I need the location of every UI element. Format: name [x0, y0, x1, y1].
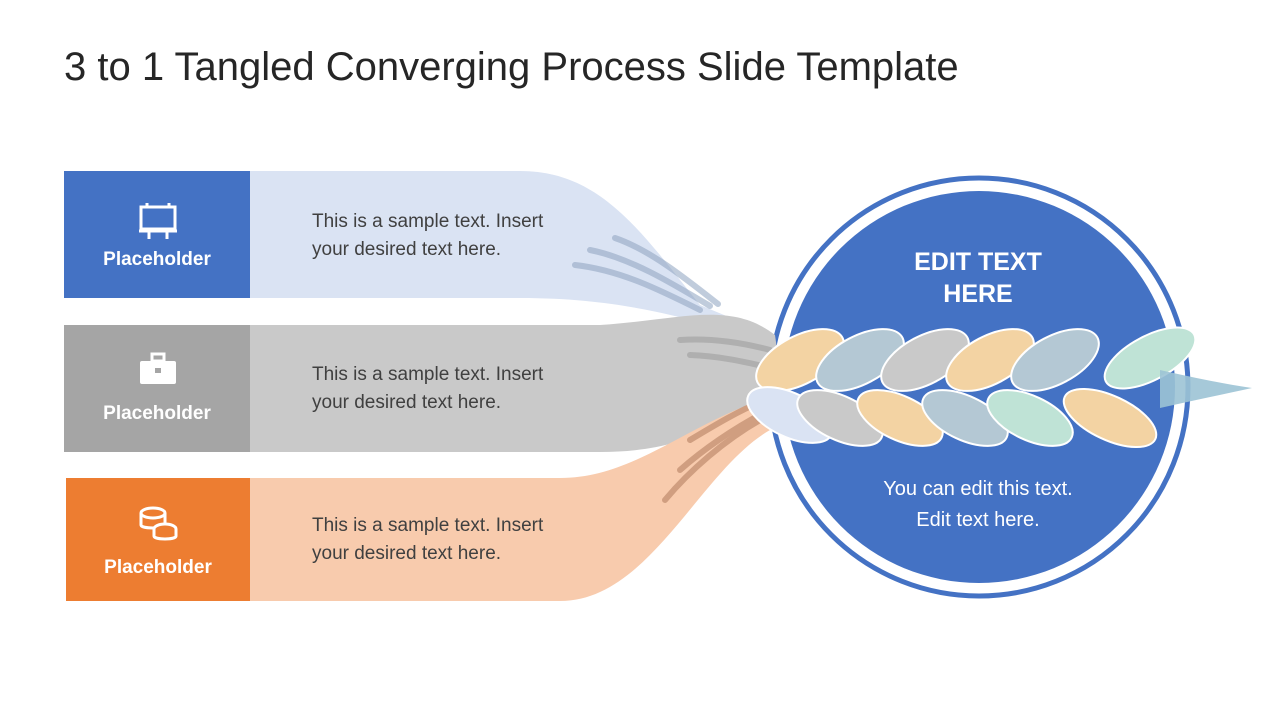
billboard-icon	[139, 203, 177, 239]
row-text-2-line-1: This is a sample text. Insert	[312, 364, 544, 385]
row-text-1-line-2: your desired text here.	[312, 239, 502, 260]
band-1	[250, 171, 760, 330]
circle-title-line-2: HERE	[943, 280, 1013, 308]
label-box-2	[64, 325, 250, 452]
braid-tail	[1160, 370, 1252, 408]
row-text-3-line-1: This is a sample text. Insert	[312, 515, 544, 536]
circle-title: EDIT TEXT HERE	[856, 246, 1100, 310]
row-text-1: This is a sample text. Insert your desir…	[312, 208, 612, 264]
placeholder-label-3: Placeholder	[104, 557, 212, 578]
slide-title: 3 to 1 Tangled Converging Process Slide …	[64, 45, 959, 89]
row-text-1-line-1: This is a sample text. Insert	[312, 211, 544, 232]
label-box-1	[64, 171, 250, 298]
coins-icon	[139, 506, 178, 541]
row-text-3: This is a sample text. Insert your desir…	[312, 512, 612, 568]
circle-body-line-2: Edit text here.	[916, 509, 1040, 531]
placeholder-label-1: Placeholder	[103, 249, 211, 270]
circle-body: You can edit this text. Edit text here.	[836, 474, 1120, 536]
row-text-3-line-2: your desired text here.	[312, 543, 502, 564]
circle-title-line-1: EDIT TEXT	[914, 248, 1042, 276]
placeholder-label-2: Placeholder	[103, 403, 211, 424]
briefcase-icon	[140, 352, 176, 384]
band-2	[250, 314, 780, 452]
braid	[746, 326, 1197, 449]
band-3	[250, 400, 770, 601]
row-text-2-line-2: your desired text here.	[312, 392, 502, 413]
circle-body-line-1: You can edit this text.	[883, 478, 1073, 500]
row-text-2: This is a sample text. Insert your desir…	[312, 361, 612, 417]
